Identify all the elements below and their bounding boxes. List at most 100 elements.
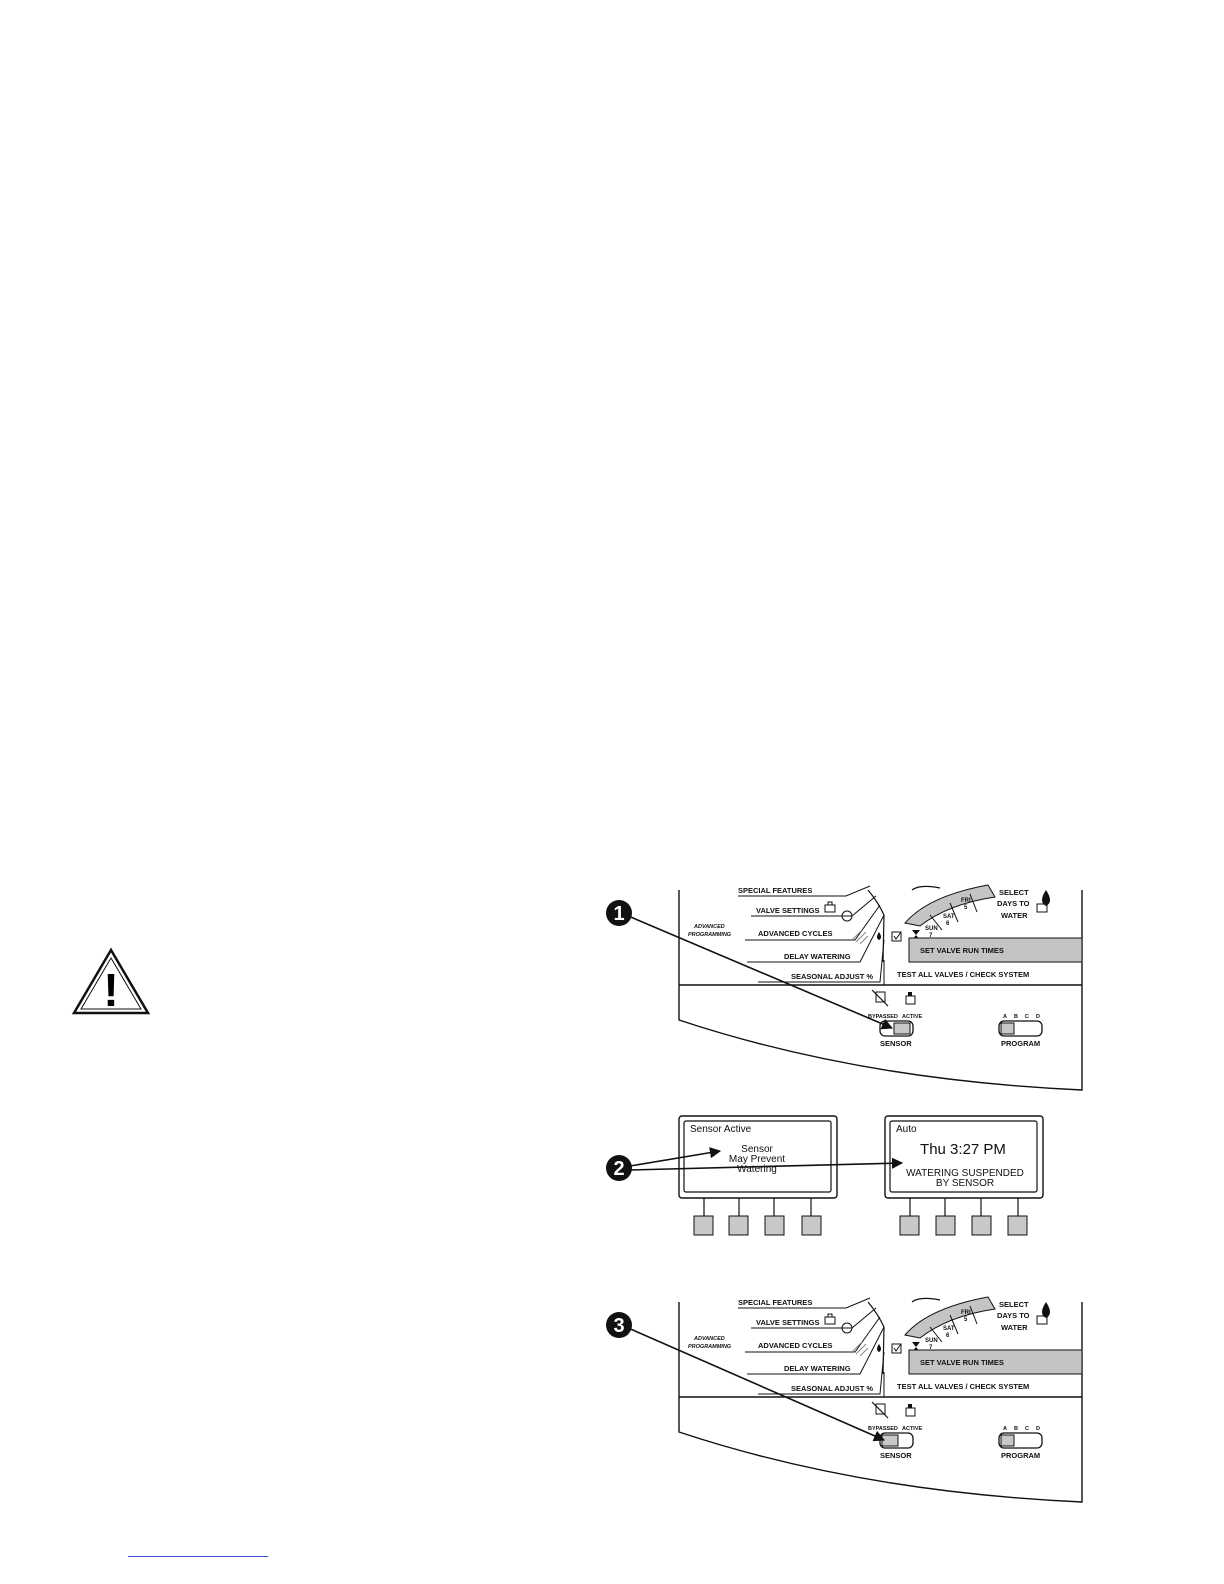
cycle-icon [841, 910, 853, 922]
lcd-left-header: Sensor Active [690, 1124, 752, 1135]
footer-link-underline[interactable] [128, 1556, 268, 1557]
lcd-right-header: Auto [896, 1124, 917, 1135]
set-valve-run-times-label: SET VALVE RUN TIMES [920, 946, 1004, 955]
special-features-label: SPECIAL FEATURES [738, 886, 812, 895]
sensor-label-b: SENSOR [880, 1451, 912, 1460]
program-letter-d-b: D [1036, 1426, 1040, 1432]
lcd-left-button-1[interactable] [693, 1215, 714, 1236]
day-wedge-b [904, 1296, 996, 1339]
day-label-sat-b: SAT [943, 1326, 955, 1332]
sensor-switch-knob-b[interactable] [881, 1434, 899, 1447]
program-switch-knob[interactable] [1000, 1022, 1015, 1035]
lcd-right-button-2[interactable] [935, 1215, 956, 1236]
advanced-programming-label-1: ADVANCED [693, 924, 725, 930]
day-num-sun-b: 7 [929, 1345, 933, 1351]
active-label: ACTIVE [902, 1014, 923, 1020]
step-2-marker: 2 [606, 1147, 904, 1181]
sensor-switch-knob[interactable] [893, 1022, 911, 1035]
select-days-label-1: SELECT [999, 888, 1029, 897]
seasonal-adjust-label-b: SEASONAL ADJUST % [791, 1384, 873, 1393]
warning-triangle-icon: ! [71, 947, 151, 1016]
select-days-label-3: WATER [1001, 911, 1028, 920]
select-days-label-2: DAYS TO [997, 899, 1030, 908]
lcd-left-line-3: Watering [737, 1164, 777, 1175]
controller-panel-top: FRI 5 SAT 6 SUN 7 SPECIAL FEATURES VALVE… [678, 884, 1083, 1091]
lcd-left-button-4[interactable] [801, 1215, 822, 1236]
lcd-right-line-1: WATERING SUSPENDED [906, 1168, 1024, 1179]
test-all-valves-label-b: TEST ALL VALVES / CHECK SYSTEM [897, 1382, 1029, 1391]
day-label-sun: SUN [925, 926, 938, 932]
test-all-valves-label: TEST ALL VALVES / CHECK SYSTEM [897, 970, 1029, 979]
day-label-fri: FRI [961, 898, 971, 904]
day-num-fri-b: 5 [964, 1317, 968, 1323]
program-letter-a-b: A [1003, 1426, 1007, 1432]
day-num-sat-b: 6 [946, 1333, 950, 1339]
sensor-active-icon [905, 992, 916, 1005]
advanced-cycles-label: ADVANCED CYCLES [758, 929, 832, 938]
active-label-b: ACTIVE [902, 1426, 923, 1432]
bypassed-label-b: BYPASSED [868, 1426, 898, 1432]
bypassed-icon [871, 989, 889, 1007]
checkbox-icon [891, 931, 902, 942]
valve-settings-label: VALVE SETTINGS [756, 906, 819, 915]
advanced-programming-label-1-b: ADVANCED [693, 1336, 725, 1342]
lcd-right-button-4[interactable] [1007, 1215, 1028, 1236]
program-letter-c: C [1025, 1014, 1029, 1020]
controller-panel-bottom: FRI 5 SAT 6 SUN 7 SPECIAL FEATURES VALVE… [678, 1296, 1083, 1503]
delay-watering-label-b: DELAY WATERING [784, 1364, 851, 1373]
briefcase-icon [824, 901, 836, 913]
lcd-right-button-3[interactable] [971, 1215, 992, 1236]
set-valve-run-times-label-b: SET VALVE RUN TIMES [920, 1358, 1004, 1367]
lcd-right-time: Thu 3:27 PM [920, 1141, 1006, 1158]
lcd-left-line-1: Sensor [741, 1144, 773, 1155]
set-valve-run-times-band [908, 937, 1083, 963]
program-letter-a: A [1003, 1014, 1007, 1020]
lcd-left-line-2: May Prevent [729, 1154, 785, 1165]
sprinkler-icon-b [851, 1341, 869, 1357]
checkbox-icon-b [891, 1343, 902, 1354]
step-3-marker: 3 [606, 1312, 886, 1442]
advanced-programming-label-2: PROGRAMMING [688, 932, 732, 938]
special-features-label-b: SPECIAL FEATURES [738, 1298, 812, 1307]
day-label-sat: SAT [943, 914, 955, 920]
set-valve-run-times-band-b [908, 1349, 1083, 1375]
sensor-active-icon-b [905, 1404, 916, 1417]
advanced-programming-label-2-b: PROGRAMMING [688, 1344, 732, 1350]
delay-watering-label: DELAY WATERING [784, 952, 851, 961]
bypassed-icon-b [871, 1401, 889, 1419]
day-label-sun-b: SUN [925, 1338, 938, 1344]
step-3-number: 3 [613, 1315, 624, 1337]
briefcase-icon-b [824, 1313, 836, 1325]
select-days-label-2-b: DAYS TO [997, 1311, 1030, 1320]
valve-settings-label-b: VALVE SETTINGS [756, 1318, 819, 1327]
lcd-right-button-1[interactable] [899, 1215, 920, 1236]
sensor-label: SENSOR [880, 1039, 912, 1048]
seasonal-adjust-label: SEASONAL ADJUST % [791, 972, 873, 981]
water-days-icon-b [1036, 1302, 1050, 1325]
sprinkler-icon [851, 929, 869, 945]
lcd-left-button-2[interactable] [728, 1215, 749, 1236]
lcd-left-button-3[interactable] [764, 1215, 785, 1236]
program-switch-knob-b[interactable] [1000, 1434, 1015, 1447]
day-num-sat: 6 [946, 921, 950, 927]
step-2-number: 2 [613, 1158, 624, 1180]
program-letter-d: D [1036, 1014, 1040, 1020]
step-1-number: 1 [613, 903, 624, 925]
day-num-sun: 7 [929, 933, 933, 939]
warning-glyph: ! [103, 964, 118, 1016]
cycle-icon-b [841, 1322, 853, 1334]
program-label: PROGRAM [1001, 1039, 1040, 1048]
program-letter-b-b: B [1014, 1426, 1018, 1432]
water-drop-icon [877, 932, 881, 940]
bypassed-label: BYPASSED [868, 1014, 898, 1020]
select-days-label-3-b: WATER [1001, 1323, 1028, 1332]
step-1-marker: 1 [606, 900, 894, 1030]
water-days-icon [1036, 890, 1050, 913]
day-num-fri: 5 [964, 905, 968, 911]
day-label-fri-b: FRI [961, 1310, 971, 1316]
program-label-b: PROGRAM [1001, 1451, 1040, 1460]
lcd-left: Sensor Active Sensor May Prevent Waterin… [678, 1115, 838, 1236]
water-drop-icon-b [877, 1344, 881, 1352]
day-wedge [904, 884, 996, 927]
